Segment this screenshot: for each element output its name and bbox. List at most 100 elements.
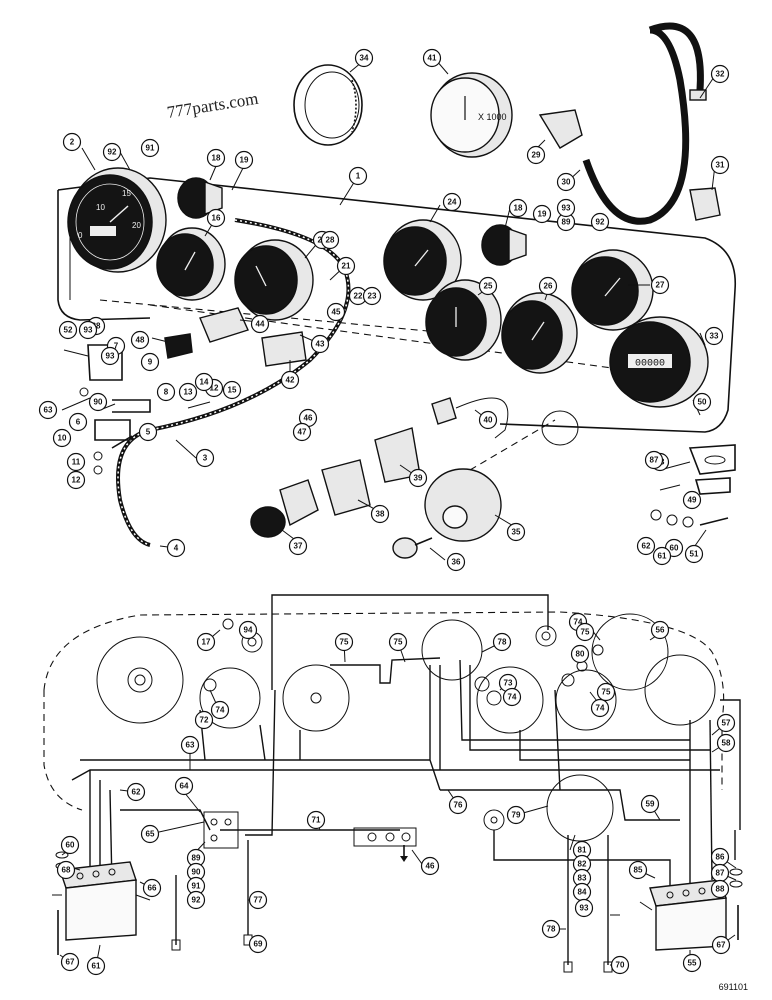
callout-bottom-72: 72 bbox=[194, 710, 214, 730]
callout-number: 72 bbox=[200, 716, 209, 725]
svg-text:0: 0 bbox=[78, 231, 83, 240]
callout-number: 14 bbox=[200, 378, 209, 387]
callout-top-23: 23 bbox=[362, 286, 382, 306]
callout-bubble bbox=[532, 204, 552, 224]
callout-number: 75 bbox=[340, 638, 349, 647]
callout-bubble bbox=[506, 522, 526, 542]
callout-number: 59 bbox=[646, 800, 655, 809]
callout-top-43: 43 bbox=[310, 334, 330, 354]
callout-bubble bbox=[186, 890, 206, 910]
callout-number: 6 bbox=[76, 418, 81, 427]
callout-bubble bbox=[102, 142, 122, 162]
callout-bottom-86: 86 bbox=[710, 847, 730, 867]
callout-number: 12 bbox=[210, 384, 219, 393]
callout-top-91: 91 bbox=[140, 138, 160, 158]
callout-top-28: 28 bbox=[320, 230, 340, 250]
callout-number: 23 bbox=[368, 292, 377, 301]
callout-top-51: 51 bbox=[684, 544, 704, 564]
callout-bubble bbox=[556, 172, 576, 192]
key-36 bbox=[392, 537, 433, 559]
callout-number: 33 bbox=[710, 332, 719, 341]
svg-text:20: 20 bbox=[132, 221, 141, 230]
callout-number: 18 bbox=[212, 154, 221, 163]
hardware-left bbox=[61, 344, 211, 475]
callout-number: 41 bbox=[428, 54, 437, 63]
callout-bottom-66: 66 bbox=[142, 878, 162, 898]
callout-number: 25 bbox=[484, 282, 493, 291]
callout-number: 48 bbox=[136, 336, 145, 345]
callout-top-50: 50 bbox=[692, 392, 712, 412]
callout-bottom-75: 75 bbox=[596, 682, 616, 702]
hourmeter-33: 00000 bbox=[609, 316, 709, 408]
wiring-harness bbox=[71, 594, 741, 965]
callout-bottom-65: 65 bbox=[140, 824, 160, 844]
callout-number: 30 bbox=[562, 178, 571, 187]
speedometer-gauge: 10 15 20 0 bbox=[67, 167, 167, 273]
callout-bubble bbox=[156, 382, 176, 402]
callout-number: 13 bbox=[184, 388, 193, 397]
callout-top-15: 15 bbox=[222, 380, 242, 400]
callout-bubble bbox=[541, 919, 561, 939]
callout-number: 84 bbox=[578, 888, 587, 897]
callout-top-9: 9 bbox=[140, 352, 160, 372]
callout-top-5: 5 bbox=[138, 422, 158, 442]
callout-bubble bbox=[492, 632, 512, 652]
callout-number: 67 bbox=[717, 941, 726, 950]
callout-bubble bbox=[596, 682, 616, 702]
callout-number: 90 bbox=[192, 868, 201, 877]
callout-top-41: 41 bbox=[422, 48, 442, 68]
callout-top-35: 35 bbox=[506, 522, 526, 542]
svg-text:X 1000: X 1000 bbox=[478, 112, 507, 122]
callout-bubble bbox=[508, 198, 528, 218]
callout-number: 2 bbox=[70, 138, 75, 147]
callout-number: 69 bbox=[254, 940, 263, 949]
callout-number: 31 bbox=[716, 161, 725, 170]
callout-bottom-62: 62 bbox=[126, 782, 146, 802]
callout-bubble bbox=[570, 644, 590, 664]
callout-top-1: 1 bbox=[348, 166, 368, 186]
callout-bubble bbox=[140, 352, 160, 372]
callout-bottom-80: 80 bbox=[570, 644, 590, 664]
callout-number: 37 bbox=[294, 542, 303, 551]
callout-number: 51 bbox=[690, 550, 699, 559]
callout-top-4: 4 bbox=[166, 538, 186, 558]
callout-bottom-63: 63 bbox=[180, 735, 200, 755]
callout-bubble bbox=[320, 230, 340, 250]
callout-top-52: 52 bbox=[58, 320, 78, 340]
callout-bubble bbox=[526, 145, 546, 165]
callout-bubble bbox=[590, 698, 610, 718]
callout-top-8: 8 bbox=[156, 382, 176, 402]
callout-number: 83 bbox=[578, 874, 587, 883]
callout-top-42: 42 bbox=[280, 370, 300, 390]
exploded-view: 10 15 20 0 bbox=[57, 22, 737, 561]
callout-bottom-74: 74 bbox=[210, 700, 230, 720]
callout-bubble bbox=[250, 314, 270, 334]
callout-bubble bbox=[60, 835, 80, 855]
callout-bottom-76: 76 bbox=[448, 795, 468, 815]
callout-number: 93 bbox=[84, 326, 93, 335]
gauge-25 bbox=[425, 279, 502, 361]
callout-number: 89 bbox=[562, 218, 571, 227]
callout-top-37: 37 bbox=[288, 536, 308, 556]
callout-number: 94 bbox=[244, 626, 253, 635]
callout-bottom-64: 64 bbox=[174, 776, 194, 796]
callout-top-21: 21 bbox=[336, 256, 356, 276]
callout-number: 50 bbox=[698, 398, 707, 407]
svg-text:10: 10 bbox=[96, 203, 105, 212]
callout-number: 88 bbox=[716, 885, 725, 894]
callout-bottom-57: 57 bbox=[716, 713, 736, 733]
relay-44 bbox=[164, 307, 249, 359]
callout-top-61: 61 bbox=[652, 546, 672, 566]
callout-number: 70 bbox=[616, 961, 625, 970]
callout-bubble bbox=[58, 320, 78, 340]
callout-number: 3 bbox=[203, 454, 208, 463]
callout-bubble bbox=[280, 370, 300, 390]
callout-top-3: 3 bbox=[195, 448, 215, 468]
callout-number: 4 bbox=[174, 544, 179, 553]
callout-number: 27 bbox=[656, 281, 665, 290]
callout-number: 62 bbox=[132, 788, 141, 797]
callout-top-33: 33 bbox=[704, 326, 724, 346]
callout-number: 76 bbox=[454, 801, 463, 810]
callout-number: 46 bbox=[304, 414, 313, 423]
